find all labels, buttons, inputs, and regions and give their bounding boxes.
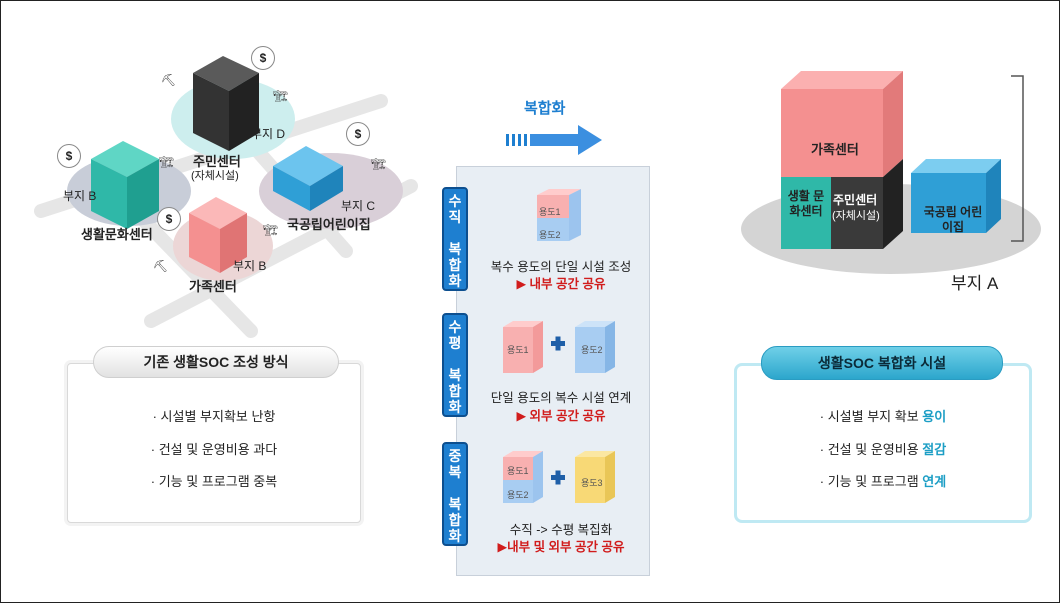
existing-method-title: 기존 생활SOC 조성 방식 bbox=[93, 346, 339, 378]
left-illustration bbox=[34, 56, 418, 338]
family-center-label: 가족센터 bbox=[811, 142, 859, 157]
family-center-label: 가족센터 bbox=[189, 279, 237, 294]
section-note: ▶ 외부 공간 공유 bbox=[516, 409, 606, 423]
compound-cubes-icon bbox=[503, 451, 615, 503]
use-tag: 용도3 bbox=[581, 478, 603, 488]
site-a-label: 부지 A bbox=[951, 274, 999, 293]
use-tag: 용도1 bbox=[507, 345, 529, 355]
use-tag: 용도1 bbox=[539, 207, 561, 217]
culture-center-label: 생활 문화센터 bbox=[787, 189, 825, 218]
integrated-facility-title: 생활SOC 복합화 시설 bbox=[761, 346, 1003, 380]
vertical-cube-icon bbox=[537, 189, 581, 241]
childcare-label: 국공립어린이집 bbox=[287, 217, 371, 232]
site-b2-label: 부지 B bbox=[233, 259, 267, 273]
section-note: ▶ 내부 공간 공유 bbox=[516, 277, 606, 291]
excavator-icon: ⛏ bbox=[161, 73, 177, 87]
use-tag: 용도2 bbox=[581, 345, 603, 355]
use-tag: 용도2 bbox=[539, 230, 561, 240]
community-center-cube bbox=[193, 56, 259, 151]
integrated-facility-box: · 시설별 부지 확보 용이 · 건설 및 운영비용 절감 · 기능 및 프로그… bbox=[734, 363, 1032, 523]
childcare-cube bbox=[273, 146, 343, 211]
crane-icon: 🏗 bbox=[159, 155, 175, 169]
money-icon: $ bbox=[346, 122, 370, 146]
site-b-label: 부지 B bbox=[63, 189, 97, 203]
height-bracket bbox=[1011, 75, 1024, 242]
crane-icon: 🏗 bbox=[273, 89, 289, 103]
section-caption: 복수 용도의 단일 시설 조성 bbox=[490, 260, 632, 274]
childcare-label: 국공립 어린이집 bbox=[923, 205, 983, 234]
money-icon: $ bbox=[57, 144, 81, 168]
culture-center-cube bbox=[91, 141, 159, 229]
community-center-sub-label: (자체시설) bbox=[832, 210, 880, 222]
use-tag: 용도1 bbox=[507, 466, 529, 476]
money-icon: $ bbox=[251, 46, 275, 70]
community-center-sub-label: (자체시설) bbox=[191, 170, 239, 182]
use-tag: 용도2 bbox=[507, 490, 529, 500]
integration-title: 복합화 bbox=[524, 100, 566, 117]
family-center-cube bbox=[189, 197, 247, 273]
right-arrow-icon bbox=[506, 125, 602, 155]
site-d-label: 부지 D bbox=[251, 127, 286, 141]
culture-center-label: 생활문화센터 bbox=[81, 227, 153, 242]
list-item: · 기능 및 프로그램 연계 bbox=[819, 474, 947, 489]
list-item: · 시설별 부지 확보 용이 bbox=[819, 409, 947, 424]
section-note: ▶내부 및 외부 공간 공유 bbox=[497, 540, 625, 554]
crane-icon: 🏗 bbox=[263, 223, 279, 237]
list-item: · 건설 및 운영비용 과다 bbox=[150, 442, 278, 457]
section-caption: 단일 용도의 복수 시설 연계 bbox=[490, 391, 632, 405]
section-caption: 수직 -> 수평 복집화 bbox=[509, 523, 613, 537]
site-c-label: 부지 C bbox=[341, 199, 376, 213]
existing-method-box: · 시설별 부지확보 난항 · 건설 및 운영비용 과다 · 기능 및 프로그램… bbox=[67, 363, 361, 523]
excavator-icon: ⛏ bbox=[153, 259, 169, 273]
list-item: · 기능 및 프로그램 중복 bbox=[150, 474, 278, 489]
community-center-label: 주민센터 bbox=[193, 154, 241, 169]
right-illustration bbox=[741, 71, 1041, 274]
list-item: · 시설별 부지확보 난항 bbox=[152, 409, 276, 424]
list-item: · 건설 및 운영비용 절감 bbox=[819, 442, 947, 457]
community-center-label: 주민센터 bbox=[833, 193, 878, 207]
horizontal-cubes-icon bbox=[503, 321, 615, 373]
money-icon: $ bbox=[157, 207, 181, 231]
crane-icon: 🏗 bbox=[371, 157, 387, 171]
